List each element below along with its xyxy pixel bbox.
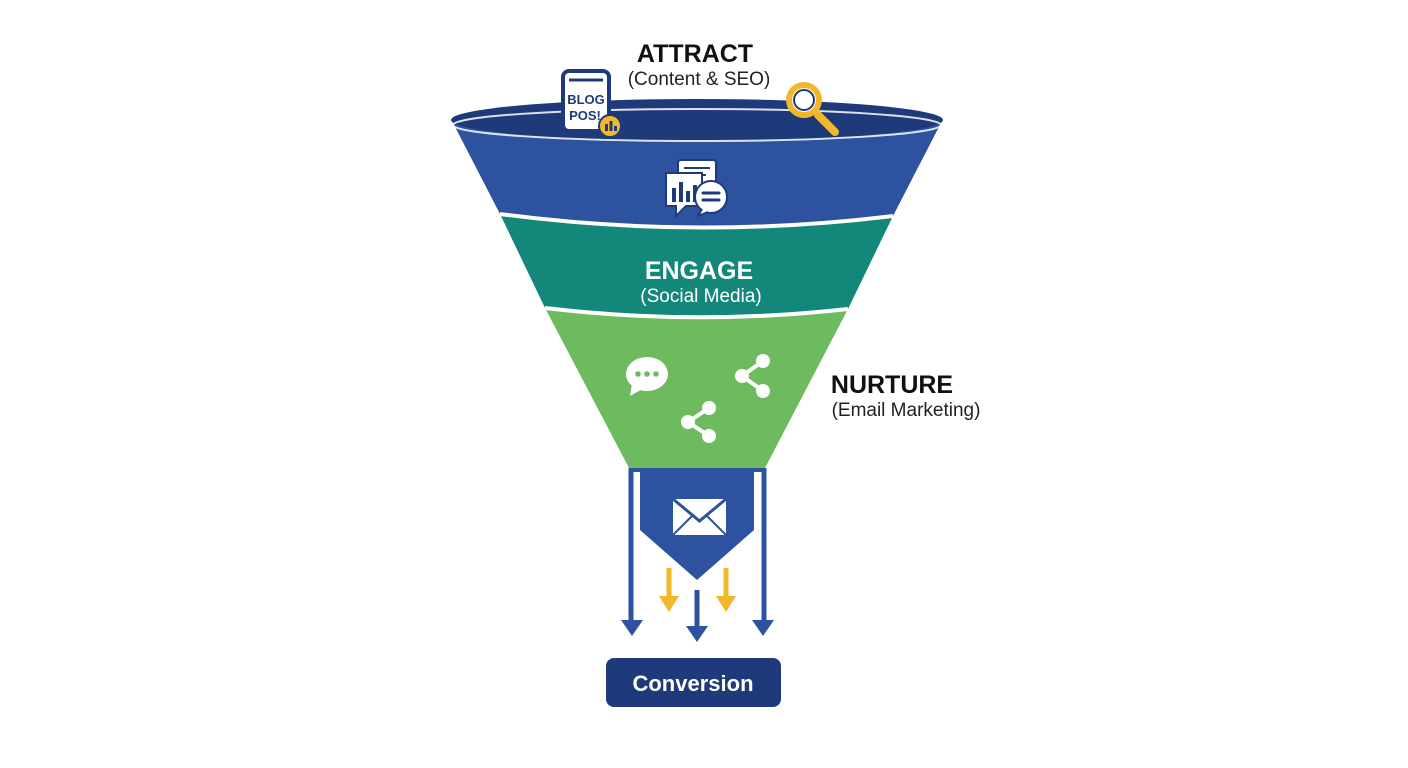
arrow-down-icon [686, 590, 708, 642]
arrow-down-icon [716, 568, 736, 612]
conversion-box: Conversion [606, 658, 781, 707]
arrow-down-icon [659, 568, 679, 612]
funnel-body [451, 99, 943, 468]
stage-title-attract: ATTRACT [637, 40, 753, 68]
analytics-chat-icon [665, 159, 728, 219]
stage-subtitle-nurture: (Email Marketing) [832, 400, 981, 421]
stage-subtitle-attract: (Content & SEO) [628, 69, 771, 90]
funnel-divider [544, 306, 849, 320]
funnel-rim-highlight [452, 108, 942, 142]
search-icon [786, 82, 839, 136]
blog-icon-text-line1: BLOG [567, 92, 605, 107]
funnel-rim [451, 99, 943, 141]
conversion-label: Conversion [632, 671, 753, 696]
envelope-icon [672, 497, 727, 536]
funnel-band-nurture [545, 308, 848, 468]
funnel-divider [499, 212, 894, 230]
blog-post-icon: BLOG POS! [561, 69, 622, 138]
arrow-down-icon [621, 620, 643, 636]
chat-bubble-icon [626, 357, 668, 396]
share-icon [735, 354, 770, 398]
stage-title-nurture: NURTURE [831, 371, 953, 399]
arrow-down-icon [752, 620, 774, 636]
share-icon [681, 401, 716, 443]
stage-title-engage: ENGAGE [645, 257, 753, 285]
stage-subtitle-engage: (Social Media) [640, 286, 761, 307]
blog-icon-text-line2: POS! [569, 108, 601, 123]
funnel-band-engage [500, 214, 893, 318]
output-arrows [621, 568, 774, 642]
